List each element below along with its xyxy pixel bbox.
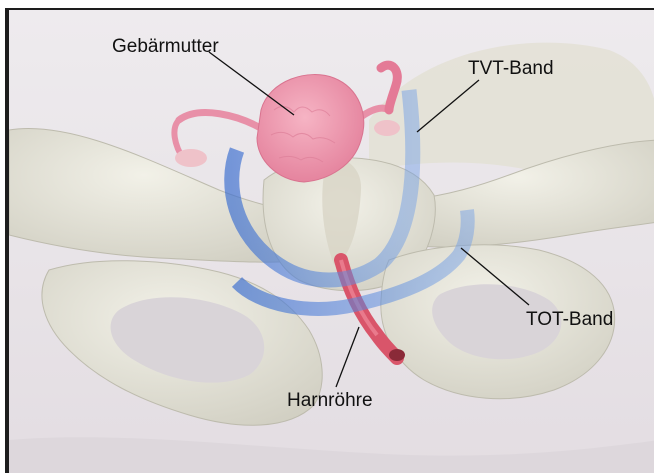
uterus-label: Gebärmutter — [112, 37, 219, 56]
tot-band-label: TOT-Band — [526, 310, 613, 329]
illustration-frame: Gebärmutter TVT-Band TOT-Band Harnröhre — [5, 8, 654, 473]
tvt-band-label: TVT-Band — [468, 59, 554, 78]
urethra-label: Harnröhre — [287, 391, 373, 410]
